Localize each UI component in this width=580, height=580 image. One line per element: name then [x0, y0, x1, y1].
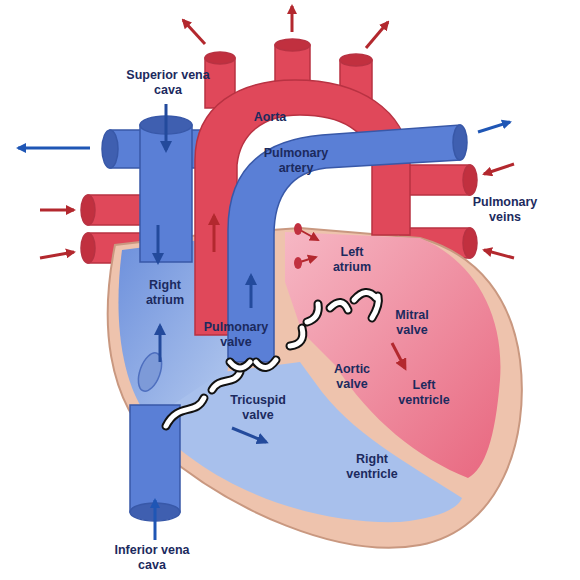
part-label: Right ventricle	[334, 452, 410, 482]
mitral-valve	[330, 292, 378, 318]
flow-arrow	[478, 122, 510, 132]
vessel-end	[453, 125, 467, 160]
flow-arrow	[291, 6, 294, 32]
valves	[166, 292, 378, 426]
vein-opening	[294, 223, 302, 235]
flow-arrow	[484, 164, 514, 174]
part-label: Pulmonary artery	[256, 146, 336, 176]
tricuspid-valve	[166, 372, 240, 426]
part-label: Aorta	[240, 110, 300, 125]
flow-arrow	[157, 225, 160, 262]
vessel-end	[463, 165, 477, 195]
flow-arrow	[300, 230, 318, 240]
flow-arrow	[213, 216, 216, 252]
left-heart-chamber	[285, 232, 500, 478]
part-label: Mitral valve	[381, 308, 443, 338]
flow-arrow	[484, 250, 514, 258]
flow-arrow	[40, 252, 74, 258]
vessel-end	[340, 54, 372, 66]
flow-arrow	[250, 276, 253, 308]
flow-arrow	[154, 500, 157, 540]
flow-arrow	[159, 326, 162, 362]
flow-arrow	[300, 257, 316, 262]
vessel-end	[102, 130, 118, 168]
part-label: Aortic valve	[321, 362, 383, 392]
pulmonary-valve	[230, 360, 276, 368]
flow-arrow	[165, 104, 168, 150]
part-label: Pulmonary veins	[465, 195, 545, 225]
vein-opening	[294, 257, 302, 269]
part-label: Left atrium	[321, 245, 383, 275]
vessel-end	[275, 39, 310, 51]
aortic-valve	[290, 304, 318, 346]
part-label: Pulmonary valve	[198, 320, 274, 350]
heart-wall	[108, 228, 522, 548]
flow-arrow	[183, 20, 205, 44]
vessel	[88, 195, 148, 225]
flow-arrow	[392, 343, 405, 368]
vessel-end	[463, 228, 477, 258]
part-label: Left ventricle	[388, 378, 460, 408]
flow-arrow	[366, 22, 388, 48]
flow-arrow	[232, 428, 266, 442]
mitral-valve-outline	[330, 292, 378, 318]
vein-openings	[294, 223, 302, 269]
aortic-valve-outline	[290, 304, 318, 346]
part-label: Inferior vena cava	[112, 543, 192, 573]
part-label: Right atrium	[134, 278, 196, 308]
pulmonary-valve-outline	[230, 360, 276, 368]
flow-arrows	[18, 6, 514, 540]
vessel-end	[205, 52, 235, 64]
vessel-end	[81, 233, 95, 263]
part-label: Superior vena cava	[125, 68, 211, 98]
vessel-end	[81, 195, 95, 225]
flow-arrow	[40, 209, 74, 212]
part-label: Tricuspid valve	[223, 393, 293, 423]
tricuspid-valve-outline	[166, 372, 240, 426]
flow-arrow	[18, 147, 90, 150]
